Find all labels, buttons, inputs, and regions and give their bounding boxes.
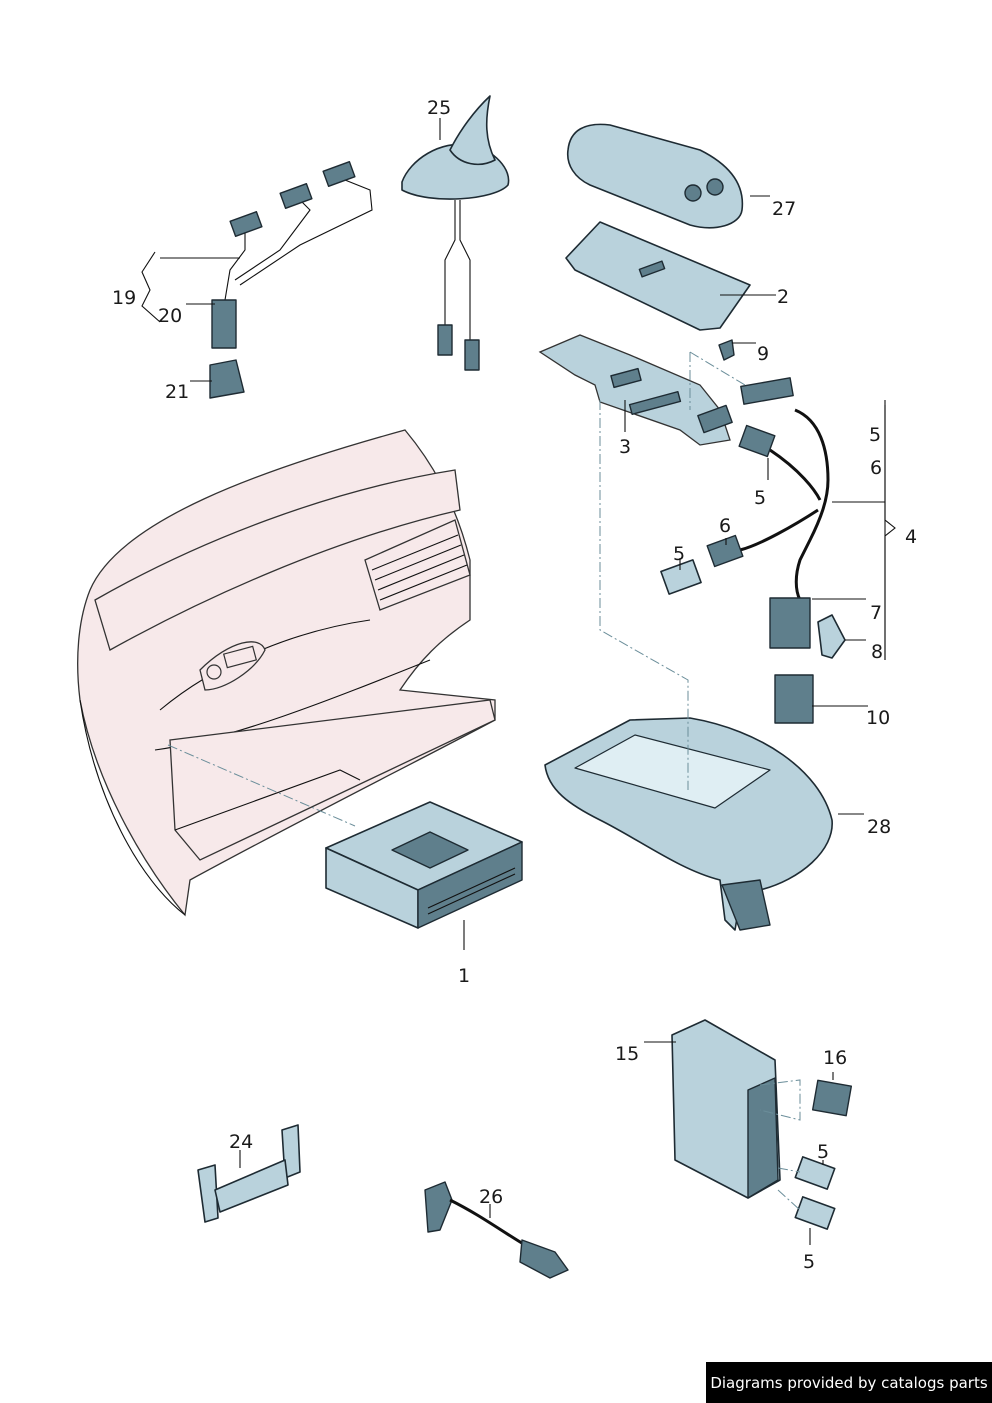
callout-28: 28	[867, 816, 891, 838]
armrest	[544, 717, 833, 931]
callout-7: 7	[870, 602, 882, 624]
control-module	[671, 1019, 853, 1230]
callout-6: 6	[870, 457, 882, 479]
callout-2: 2	[777, 286, 789, 308]
callout-16: 16	[823, 1047, 847, 1069]
antenna-cable	[424, 1181, 569, 1279]
radio-unit	[325, 801, 523, 929]
callout-21: 21	[165, 381, 189, 403]
bracket	[197, 1124, 301, 1223]
callout-3: 3	[619, 436, 631, 458]
callout-5: 5	[754, 487, 766, 509]
callout-5: 5	[803, 1251, 815, 1273]
phone-cradle	[566, 123, 744, 229]
dashboard-glovebox	[77, 429, 496, 917]
callout-26: 26	[479, 1186, 503, 1208]
credit-banner: Diagrams provided by catalogs parts	[706, 1362, 992, 1403]
wiring-harness	[209, 160, 373, 399]
callout-5: 5	[673, 543, 685, 565]
cable-assembly	[660, 339, 846, 724]
callout-5: 5	[817, 1141, 829, 1163]
base-plate	[565, 221, 751, 331]
assembly-lines	[167, 351, 801, 1211]
callout-27: 27	[772, 198, 796, 220]
callout-6: 6	[719, 515, 731, 537]
circuit-board	[538, 334, 733, 446]
callout-8: 8	[871, 641, 883, 663]
callout-20: 20	[158, 305, 182, 327]
callout-5: 5	[869, 424, 881, 446]
leader-lines	[141, 118, 896, 1245]
callout-1: 1	[458, 965, 470, 987]
callout-labels: 1 2 3 4 5 5 5 5 5 6 6 7 8 9 10 15 16 19 …	[112, 97, 917, 1273]
callout-9: 9	[757, 343, 769, 365]
callout-4: 4	[905, 526, 917, 548]
callout-10: 10	[866, 707, 890, 729]
callout-19: 19	[112, 287, 136, 309]
callout-25: 25	[427, 97, 451, 119]
roof-antenna	[401, 95, 510, 371]
callout-24: 24	[229, 1131, 253, 1153]
callout-15: 15	[615, 1043, 639, 1065]
